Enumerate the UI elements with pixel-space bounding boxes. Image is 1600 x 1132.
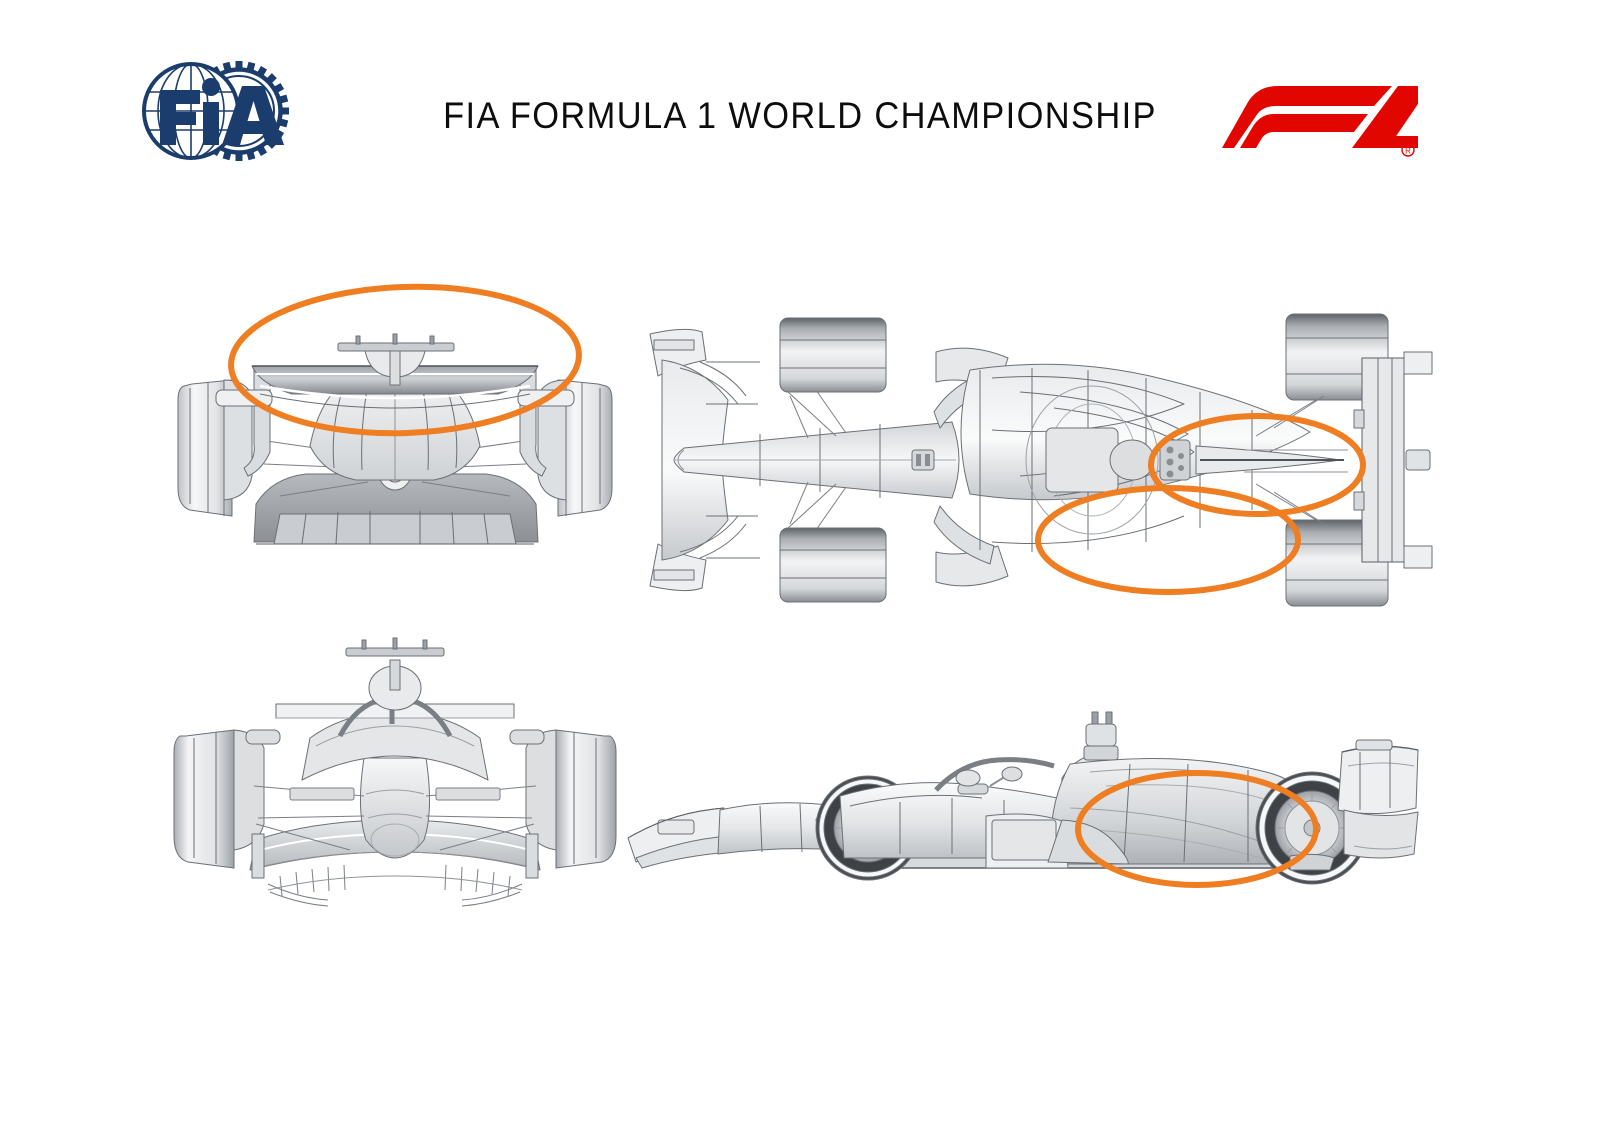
side-rear-wing — [1337, 739, 1419, 859]
front-halo — [337, 659, 453, 738]
f1-registered-glyph: R — [1405, 147, 1411, 156]
side-nose — [717, 802, 843, 855]
car-view-top — [640, 300, 1440, 620]
car-view-rear — [160, 268, 630, 598]
page-header: FIA FORMULA 1 WORLD CHAMPIONSHIP R — [0, 0, 1600, 200]
f1-logo: R — [1222, 76, 1418, 160]
front-chassis — [245, 703, 545, 781]
front-floor-detail — [267, 883, 523, 907]
car-view-front — [160, 618, 630, 928]
top-engine-cover — [1195, 445, 1348, 475]
side-diffuser — [1289, 853, 1335, 871]
side-front-wing — [627, 807, 731, 869]
top-nose-chassis — [673, 421, 960, 499]
top-front-tyre-right — [779, 527, 887, 603]
f1-logomark — [1222, 86, 1418, 148]
page-title: FIA FORMULA 1 WORLD CHAMPIONSHIP — [443, 95, 1157, 136]
f1-registered-icon — [1401, 143, 1415, 157]
front-tyre-left — [173, 729, 265, 869]
top-front-suspension — [787, 389, 847, 531]
front-camera-pod — [345, 637, 445, 657]
front-tyre-right — [525, 729, 617, 869]
top-front-tyre-left — [779, 317, 887, 393]
front-nose-cone — [359, 757, 431, 859]
fia-logo — [136, 56, 292, 166]
front-suspension — [253, 785, 537, 851]
car-view-side — [600, 660, 1440, 910]
rear-diffuser — [253, 473, 539, 545]
fia-wordmark — [160, 78, 284, 145]
side-halo — [934, 757, 1055, 795]
side-sidepod — [985, 813, 1129, 869]
top-rear-wing — [1353, 351, 1433, 569]
